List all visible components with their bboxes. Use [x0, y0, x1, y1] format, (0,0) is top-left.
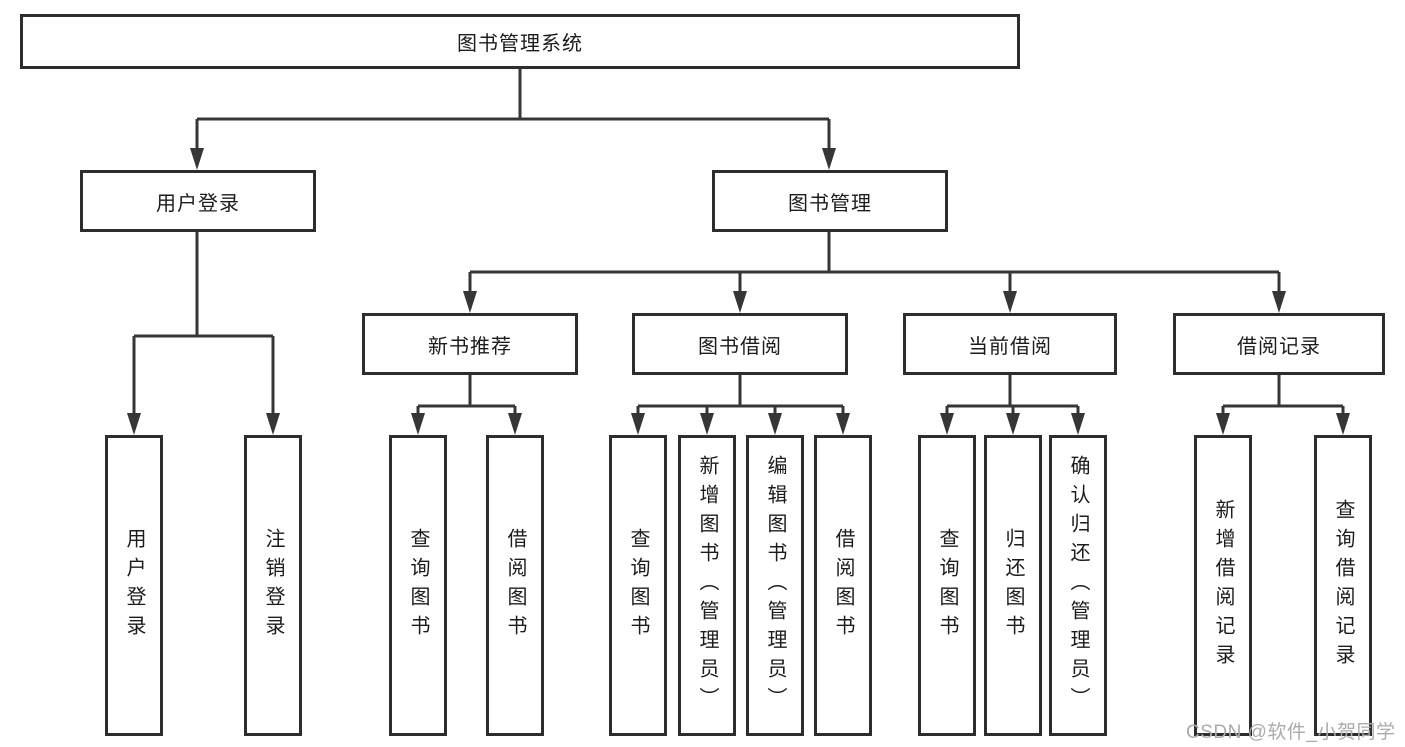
- leaf-edit-books-admin: 编辑图书（管理员）: [746, 435, 804, 736]
- leaf-query-books-current: 查询图书: [918, 435, 976, 736]
- leaf-borrow-books-borrowing: 借阅图书: [814, 435, 872, 736]
- node-root: 图书管理系统: [20, 14, 1020, 69]
- leaf-return-books: 归还图书: [984, 435, 1042, 736]
- leaf-query-books-borrowing: 查询图书: [609, 435, 667, 736]
- leaf-borrow-books-borrowing-label: 借阅图书: [832, 527, 854, 644]
- node-book-management: 图书管理: [712, 170, 948, 232]
- node-current-borrowing: 当前借阅: [903, 313, 1117, 375]
- leaf-user-login: 用户登录: [105, 435, 163, 736]
- node-user-login-label: 用户登录: [156, 192, 240, 215]
- node-book-borrowing: 图书借阅: [632, 313, 848, 375]
- node-book-borrowing-label: 图书借阅: [698, 335, 782, 358]
- leaf-add-borrow-record: 新增借阅记录: [1194, 435, 1252, 736]
- node-new-book-recommend-label: 新书推荐: [428, 335, 512, 358]
- leaf-query-books-current-label: 查询图书: [936, 527, 958, 644]
- leaf-add-borrow-record-label: 新增借阅记录: [1212, 498, 1234, 673]
- node-current-borrowing-label: 当前借阅: [968, 335, 1052, 358]
- leaf-query-books-recommend: 查询图书: [389, 435, 447, 736]
- node-new-book-recommend: 新书推荐: [362, 313, 578, 375]
- leaf-query-books-borrowing-label: 查询图书: [627, 527, 649, 644]
- leaf-borrow-books-recommend: 借阅图书: [486, 435, 544, 736]
- leaf-query-borrow-record: 查询借阅记录: [1314, 435, 1372, 736]
- node-borrowing-records-label: 借阅记录: [1237, 335, 1321, 358]
- leaf-edit-books-admin-label: 编辑图书（管理员）: [764, 455, 786, 716]
- watermark: CSDN @软件_小贺同学: [1186, 722, 1396, 743]
- leaf-query-borrow-record-label: 查询借阅记录: [1332, 498, 1354, 673]
- node-user-login: 用户登录: [80, 170, 316, 232]
- leaf-logout-label: 注销登录: [262, 527, 284, 644]
- leaf-add-books-admin-label: 新增图书（管理员）: [696, 455, 718, 716]
- leaf-user-login-label: 用户登录: [123, 527, 145, 644]
- leaf-logout: 注销登录: [244, 435, 302, 736]
- leaf-confirm-return-admin-label: 确认归还（管理员）: [1067, 455, 1089, 716]
- leaf-add-books-admin: 新增图书（管理员）: [678, 435, 736, 736]
- leaf-return-books-label: 归还图书: [1002, 527, 1024, 644]
- leaf-confirm-return-admin: 确认归还（管理员）: [1049, 435, 1107, 736]
- leaf-query-books-recommend-label: 查询图书: [407, 527, 429, 644]
- node-book-management-label: 图书管理: [788, 192, 872, 215]
- node-borrowing-records: 借阅记录: [1173, 313, 1385, 375]
- node-root-label: 图书管理系统: [457, 33, 583, 55]
- leaf-borrow-books-recommend-label: 借阅图书: [504, 527, 526, 644]
